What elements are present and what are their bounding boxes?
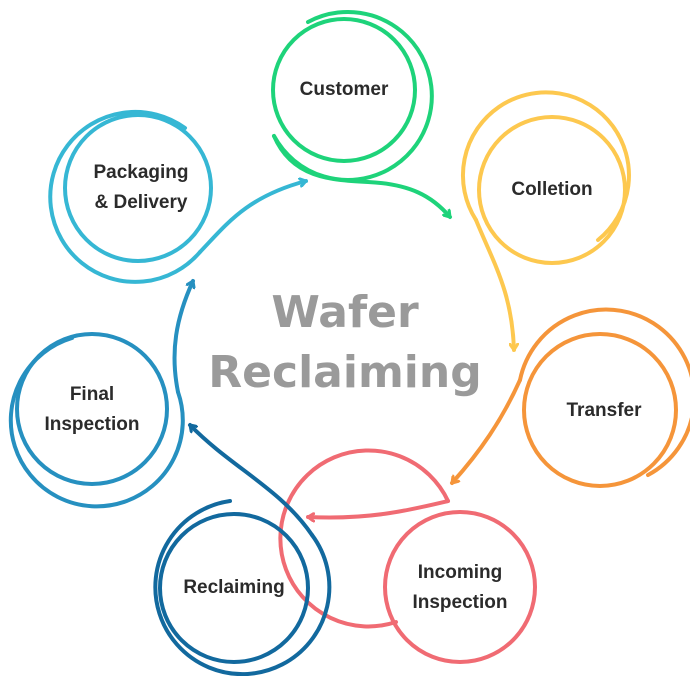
label-packaging-line-1: Packaging (93, 162, 189, 183)
title-line-2: Reclaiming (208, 347, 482, 398)
packaging-to-customer-arrow (198, 181, 308, 254)
reclaiming-to-final-arrow (188, 423, 314, 537)
final-outer-ring (8, 336, 185, 509)
label-incoming-inspection: Incoming Inspection (390, 558, 530, 618)
incoming-to-reclaiming-arrow (306, 499, 450, 518)
step-reclaiming (153, 423, 332, 677)
step-collection (460, 90, 631, 352)
collection-outer-ring (460, 90, 631, 242)
title-line-1: Wafer (271, 287, 419, 338)
final-inner-ring (15, 332, 169, 486)
customer-inner-ring (271, 17, 417, 163)
reclaiming-inner-ring (158, 512, 310, 664)
packaging-outer-ring (48, 109, 202, 284)
step-customer (271, 10, 452, 219)
label-customer: Customer (299, 79, 389, 100)
label-collection: Colletion (511, 179, 593, 200)
final-to-packaging-arrow (172, 279, 193, 394)
label-packaging-line-2: & Delivery (94, 192, 188, 213)
label-reclaiming: Reclaiming (183, 577, 285, 598)
collection-to-transfer-arrow (474, 218, 514, 352)
step-transfer (450, 307, 690, 488)
transfer-outer-ring (518, 307, 690, 477)
incoming-inner-ring (383, 510, 537, 664)
collection-inner-ring (477, 115, 627, 265)
step-packaging-delivery (48, 109, 308, 284)
label-packaging-delivery: Packaging & Delivery (66, 158, 216, 218)
transfer-inner-ring (522, 332, 678, 488)
packaging-inner-ring (63, 113, 213, 263)
customer-to-collection-arrow (272, 134, 452, 219)
reclaiming-outer-ring (153, 499, 332, 677)
transfer-to-incoming-arrow (450, 378, 522, 485)
step-final-inspection (8, 279, 193, 509)
label-incoming-line-2: Inspection (412, 592, 508, 613)
label-transfer: Transfer (566, 400, 642, 421)
label-final-line-1: Final (69, 384, 115, 405)
label-incoming-line-1: Incoming (417, 562, 503, 583)
label-final-line-2: Inspection (44, 414, 140, 435)
label-final-inspection: Final Inspection (22, 380, 162, 440)
